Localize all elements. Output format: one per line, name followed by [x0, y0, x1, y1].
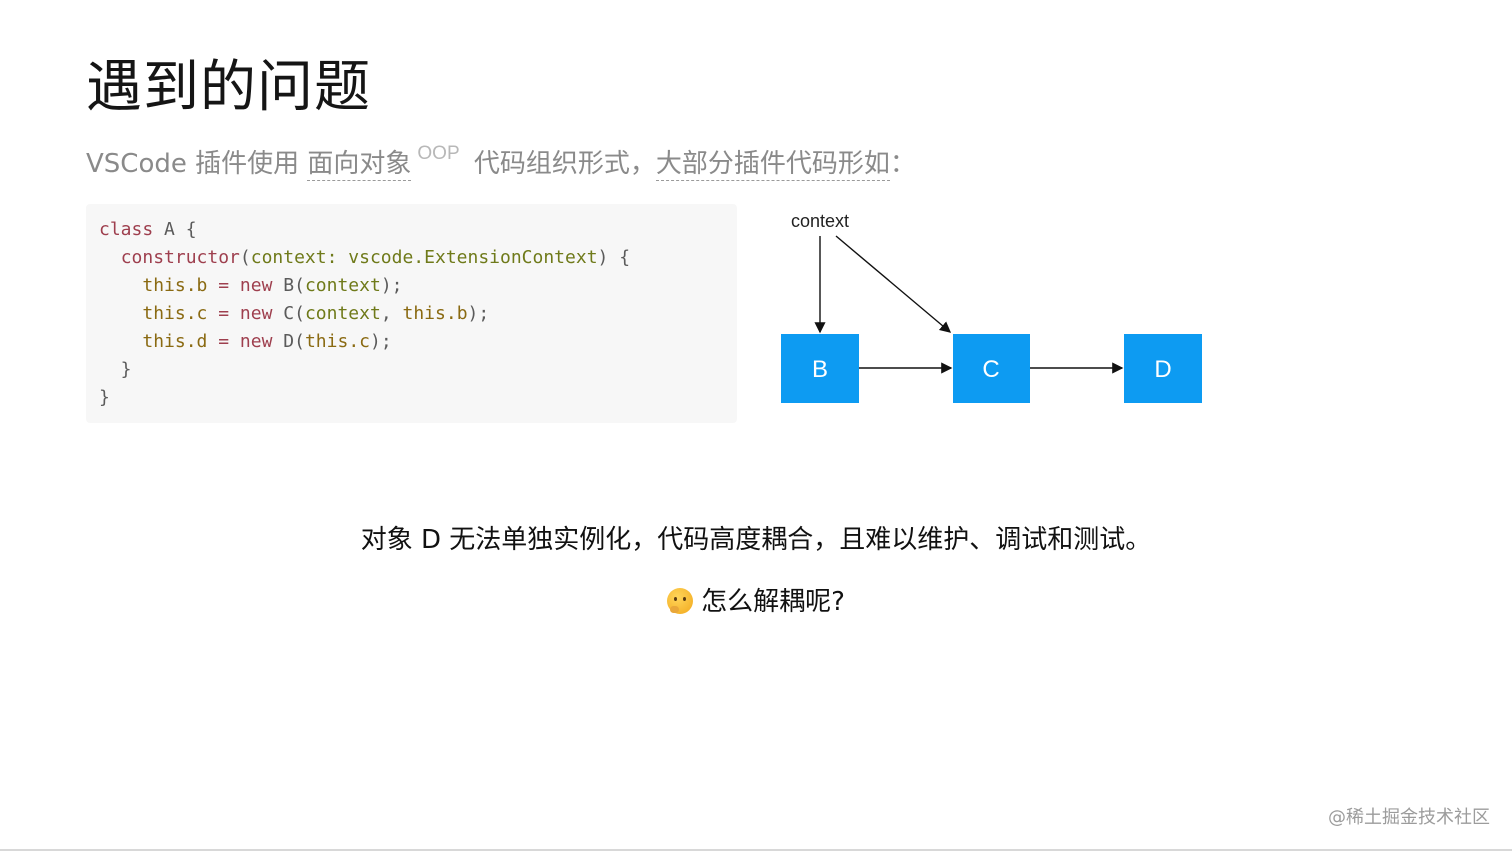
- code-token: .d: [185, 331, 208, 352]
- code-token: =: [207, 303, 240, 324]
- subtitle-term-oop: 面向对象: [307, 149, 412, 181]
- code-token: .b: [185, 275, 208, 296]
- question-line: 怎么解耦呢?: [0, 582, 1512, 622]
- code-token: context: vscode.ExtensionContext: [250, 247, 598, 268]
- code-token: B(: [272, 275, 305, 296]
- watermark: @稀土掘金技术社区: [1328, 807, 1490, 828]
- code-token: ,: [380, 303, 403, 324]
- node-c: [953, 334, 1030, 403]
- code-line: this.d = new D(this.c);: [99, 328, 724, 356]
- arrow-context-to-c: [835, 235, 952, 333]
- code-token: constructor: [120, 247, 240, 268]
- subtitle-text-1: VSCode 插件使用: [86, 149, 308, 179]
- code-token: class: [99, 219, 154, 240]
- code-token: }: [99, 387, 110, 408]
- node-d-label: D: [1154, 356, 1171, 383]
- code-token: .c: [348, 331, 370, 352]
- code-token: =: [207, 275, 240, 296]
- code-token: this: [402, 303, 446, 324]
- code-token: );: [380, 275, 403, 296]
- code-token: (: [239, 247, 251, 268]
- code-token: .c: [185, 303, 208, 324]
- code-block: class A { constructor(context: vscode.Ex…: [86, 204, 737, 423]
- context-label: context: [791, 211, 849, 231]
- code-token: context: [304, 303, 381, 324]
- subtitle-text-3: ：: [889, 149, 916, 179]
- subtitle-term-2: 大部分插件代码形如: [655, 149, 890, 181]
- code-token: [99, 275, 142, 296]
- code-token: =: [207, 331, 240, 352]
- code-line: class A {: [99, 216, 724, 244]
- code-token: [99, 331, 142, 352]
- code-token: C(: [272, 303, 305, 324]
- code-line: }: [99, 356, 724, 384]
- code-line: constructor(context: vscode.ExtensionCon…: [99, 244, 724, 272]
- node-b: [781, 334, 859, 403]
- code-token: new: [239, 303, 273, 324]
- code-line: this.c = new C(context, this.b);: [99, 300, 724, 328]
- code-line: this.b = new B(context);: [99, 272, 724, 300]
- code-token: }: [99, 359, 132, 380]
- code-token: this: [304, 331, 349, 352]
- code-token: this: [142, 275, 186, 296]
- code-token: [99, 303, 142, 324]
- code-token: A {: [153, 219, 197, 240]
- thinking-face-icon: [667, 588, 694, 614]
- code-token: );: [467, 303, 490, 324]
- code-token: D(: [272, 331, 305, 352]
- code-token: .b: [445, 303, 468, 324]
- code-token: context: [304, 275, 381, 296]
- code-token: [99, 247, 121, 268]
- code-token: );: [370, 331, 392, 352]
- node-d: [1124, 334, 1202, 403]
- code-token: new: [239, 331, 273, 352]
- subtitle-sup-oop: OOP: [417, 143, 460, 164]
- question-text: 怎么解耦呢?: [701, 587, 845, 617]
- code-line: }: [99, 384, 724, 412]
- problem-statement: 对象 D 无法单独实例化，代码高度耦合，且难以维护、调试和测试。: [360, 525, 1152, 555]
- bottom-divider: [0, 849, 1512, 851]
- code-token: this: [142, 331, 186, 352]
- code-token: new: [239, 275, 273, 296]
- node-b-label: B: [812, 356, 828, 383]
- node-c-label: C: [982, 356, 999, 383]
- dependency-diagram: context B C D: [770, 205, 1220, 415]
- subtitle-text-2: 代码组织形式，: [465, 149, 656, 179]
- slide-title: 遇到的问题: [86, 55, 371, 120]
- diagram-svg: context B C D: [781, 211, 1202, 403]
- code-token: ) {: [597, 247, 631, 268]
- code-token: this: [142, 303, 186, 324]
